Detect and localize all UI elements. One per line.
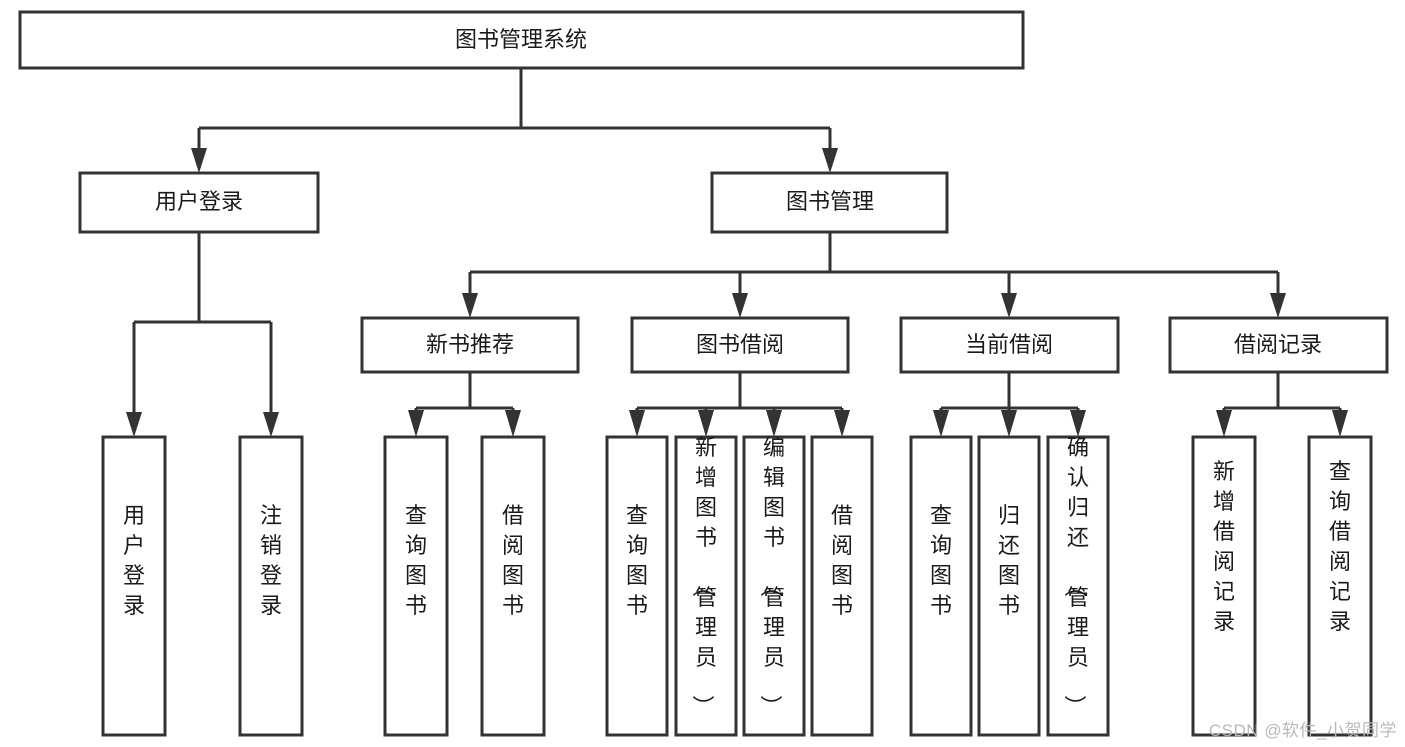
leaf-node-borrow-record-1[interactable]: 新增借阅记录 bbox=[1191, 435, 1257, 737]
node-current-borrow[interactable]: 当前借阅 bbox=[899, 316, 1120, 374]
node-borrow-record-label: 借阅记录 bbox=[1234, 332, 1322, 357]
arrow-head-currentborrow bbox=[1001, 293, 1017, 318]
leaf-node-book-borrow-1[interactable]: 查询图书 bbox=[605, 435, 669, 737]
node-borrow-record-box[interactable] bbox=[1168, 316, 1389, 374]
leaf-node-current-borrow-2-label: 归还图书 bbox=[998, 503, 1020, 618]
arrow-head-leaf-br1 bbox=[1216, 410, 1232, 437]
arrow-head-leaf-bb2 bbox=[698, 410, 714, 437]
leaf-node-book-borrow-3[interactable]: 编辑图书（管理员） bbox=[742, 435, 806, 737]
node-new-book-recommend-box[interactable] bbox=[360, 316, 580, 374]
connector-group-currentborrow-to-leaves bbox=[933, 372, 1086, 437]
leaf-node-current-borrow-3-label: 确认归还（管理员） bbox=[1062, 435, 1089, 717]
leaf-node-new-book-2-box[interactable] bbox=[480, 435, 546, 737]
arrow-head-leaf-br2 bbox=[1332, 410, 1348, 437]
arrow-head-leaf-yonghudenglu bbox=[126, 412, 142, 437]
leaf-node-user-login-1-box[interactable] bbox=[101, 435, 167, 737]
leaf-node-book-borrow-4[interactable]: 借阅图书 bbox=[810, 435, 874, 737]
leaf-node-user-login-2[interactable]: 注销登录 bbox=[238, 435, 304, 737]
leaf-node-borrow-record-1-box[interactable] bbox=[1191, 435, 1257, 737]
arrow-head-leaf-nb1 bbox=[408, 410, 424, 437]
arrow-head-bookborrow bbox=[732, 293, 748, 318]
leaf-node-current-borrow-2-box[interactable] bbox=[977, 435, 1041, 737]
node-book-borrow[interactable]: 图书借阅 bbox=[630, 316, 850, 374]
node-book-borrow-box[interactable] bbox=[630, 316, 850, 374]
leaf-node-new-book-1[interactable]: 查询图书 bbox=[383, 435, 449, 737]
node-root-system-box[interactable] bbox=[18, 10, 1025, 70]
node-borrow-record[interactable]: 借阅记录 bbox=[1168, 316, 1389, 374]
connector-group-bookmanage-to-level2 bbox=[462, 232, 1286, 318]
connector-group-newbook-to-leaves bbox=[408, 372, 521, 437]
leaf-node-current-borrow-3-box[interactable] bbox=[1046, 435, 1110, 737]
node-user-login-label: 用户登录 bbox=[155, 189, 243, 214]
arrow-head-leaf-zhuxiaodenglu bbox=[263, 412, 279, 437]
leaf-node-borrow-record-2[interactable]: 查询借阅记录 bbox=[1307, 435, 1373, 737]
arrow-head-leaf-cb1 bbox=[933, 410, 949, 437]
connector-group-root-to-level1 bbox=[191, 68, 838, 173]
connector-group-bookborrow-to-leaves bbox=[629, 372, 850, 437]
leaf-node-book-borrow-2[interactable]: 新增图书（管理员） bbox=[674, 435, 738, 737]
node-book-borrow-label: 图书借阅 bbox=[696, 332, 784, 357]
leaf-node-user-login-2-label: 注销登录 bbox=[260, 503, 282, 618]
leaf-node-new-book-2[interactable]: 借阅图书 bbox=[480, 435, 546, 737]
leaf-node-current-borrow-3[interactable]: 确认归还（管理员） bbox=[1046, 435, 1110, 737]
arrow-head-newbook bbox=[462, 293, 478, 318]
node-new-book-recommend-label: 新书推荐 bbox=[426, 332, 514, 357]
leaf-node-new-book-1-label: 查询图书 bbox=[405, 503, 427, 618]
leaf-node-user-login-2-box[interactable] bbox=[238, 435, 304, 737]
leaf-node-book-borrow-4-label: 借阅图书 bbox=[831, 503, 853, 618]
leaf-node-book-borrow-3-box[interactable] bbox=[742, 435, 806, 737]
connector-group-borrowrecord-to-leaves bbox=[1216, 372, 1348, 437]
leaf-node-book-borrow-4-box[interactable] bbox=[810, 435, 874, 737]
leaf-node-book-borrow-2-box[interactable] bbox=[674, 435, 738, 737]
leaf-node-user-login-1[interactable]: 用户登录 bbox=[101, 435, 167, 737]
leaf-node-current-borrow-2[interactable]: 归还图书 bbox=[977, 435, 1041, 737]
node-root-system-label: 图书管理系统 bbox=[455, 27, 587, 52]
arrow-head-leaf-bb1 bbox=[629, 410, 645, 437]
leaf-node-book-borrow-1-label: 查询图书 bbox=[626, 503, 648, 618]
node-new-book-recommend[interactable]: 新书推荐 bbox=[360, 316, 580, 374]
leaf-node-book-borrow-1-box[interactable] bbox=[605, 435, 669, 737]
node-book-manage[interactable]: 图书管理 bbox=[710, 171, 949, 234]
arrow-head-leaf-nb2 bbox=[505, 410, 521, 437]
leaf-node-book-borrow-3-label: 编辑图书（管理员） bbox=[758, 435, 785, 717]
leaf-node-book-borrow-2-label: 新增图书（管理员） bbox=[690, 435, 717, 717]
leaf-node-borrow-record-2-label: 查询借阅记录 bbox=[1329, 459, 1351, 634]
arrow-head-leaf-cb3 bbox=[1070, 410, 1086, 437]
leaf-node-current-borrow-1-label: 查询图书 bbox=[930, 503, 952, 618]
node-book-manage-label: 图书管理 bbox=[786, 189, 874, 214]
arrow-head-book-manage bbox=[822, 148, 838, 173]
node-user-login[interactable]: 用户登录 bbox=[78, 171, 320, 234]
arrow-head-leaf-bb4 bbox=[834, 410, 850, 437]
arrow-head-leaf-cb2 bbox=[1001, 410, 1017, 437]
csdn-watermark: CSDN @软件_小贺同学 bbox=[1208, 721, 1397, 740]
node-current-borrow-label: 当前借阅 bbox=[965, 332, 1053, 357]
arrow-head-user-login bbox=[191, 148, 207, 173]
leaf-node-borrow-record-2-box[interactable] bbox=[1307, 435, 1373, 737]
connector-group-userlogin-to-leaves bbox=[126, 232, 279, 437]
leaf-node-user-login-1-label: 用户登录 bbox=[123, 503, 145, 618]
leaf-node-borrow-record-1-label: 新增借阅记录 bbox=[1213, 459, 1235, 634]
leaf-node-current-borrow-1-box[interactable] bbox=[909, 435, 973, 737]
node-current-borrow-box[interactable] bbox=[899, 316, 1120, 374]
arrow-head-leaf-bb3 bbox=[766, 410, 782, 437]
node-user-login-box[interactable] bbox=[78, 171, 320, 234]
leaf-node-new-book-1-box[interactable] bbox=[383, 435, 449, 737]
leaf-node-new-book-2-label: 借阅图书 bbox=[502, 503, 524, 618]
leaf-node-current-borrow-1[interactable]: 查询图书 bbox=[909, 435, 973, 737]
node-root-system[interactable]: 图书管理系统 bbox=[18, 10, 1025, 70]
node-book-manage-box[interactable] bbox=[710, 171, 949, 234]
arrow-head-borrowrecord bbox=[1270, 293, 1286, 318]
